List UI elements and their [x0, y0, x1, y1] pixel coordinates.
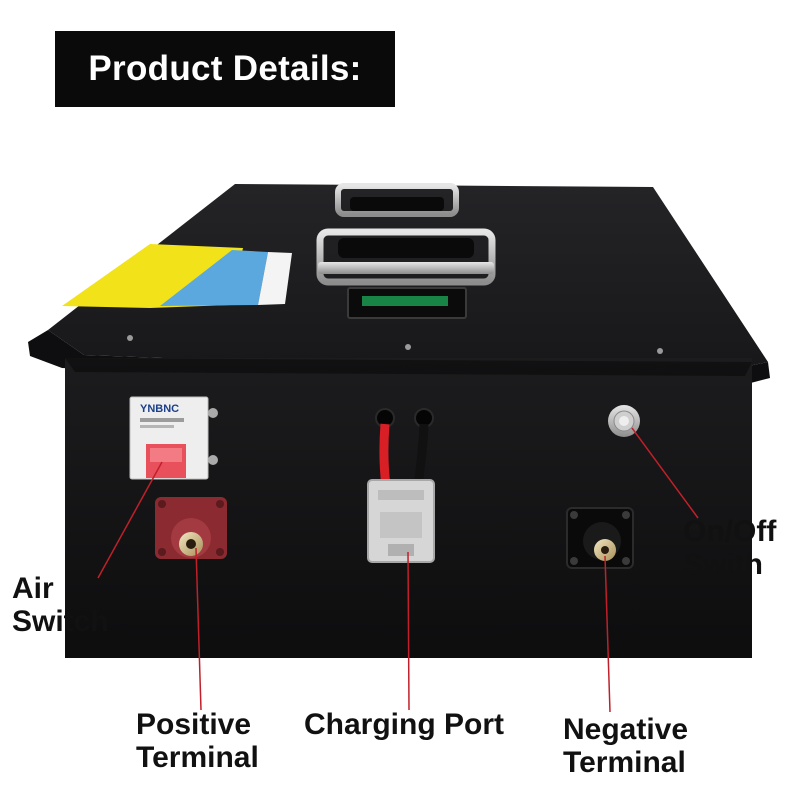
positive-terminal — [155, 497, 227, 559]
negative-terminal — [566, 507, 634, 569]
label-negative-terminal-line2: Terminal — [563, 746, 686, 779]
breaker-brand: YNBNC — [140, 403, 179, 415]
info-label — [160, 250, 268, 306]
label-charging-port: Charging Port — [304, 708, 504, 741]
handle-front — [316, 228, 496, 286]
label-air-switch: Air Switch — [12, 572, 109, 638]
page-title: Product Details: — [55, 31, 395, 107]
charging-port — [367, 408, 435, 563]
label-negative-terminal-line1: Negative — [563, 713, 689, 746]
label-air-switch-line1: Air — [12, 572, 54, 605]
label-positive-terminal-line2: Terminal — [136, 741, 259, 774]
label-on-off-switch-line1: On/Off — [683, 515, 777, 548]
air-switch-breaker: YNBNC — [129, 396, 218, 480]
handle-rear — [335, 183, 459, 217]
label-on-off-switch: On/Off Swith — [683, 515, 776, 581]
label-negative-terminal: Negative Terminal — [563, 713, 688, 779]
label-on-off-switch-line2: Swith — [683, 548, 763, 581]
label-positive-terminal-line1: Positive — [136, 708, 252, 741]
callout-lines — [97, 427, 699, 713]
label-positive-terminal: Positive Terminal — [136, 708, 259, 774]
label-air-switch-line2: Switch — [12, 605, 109, 638]
